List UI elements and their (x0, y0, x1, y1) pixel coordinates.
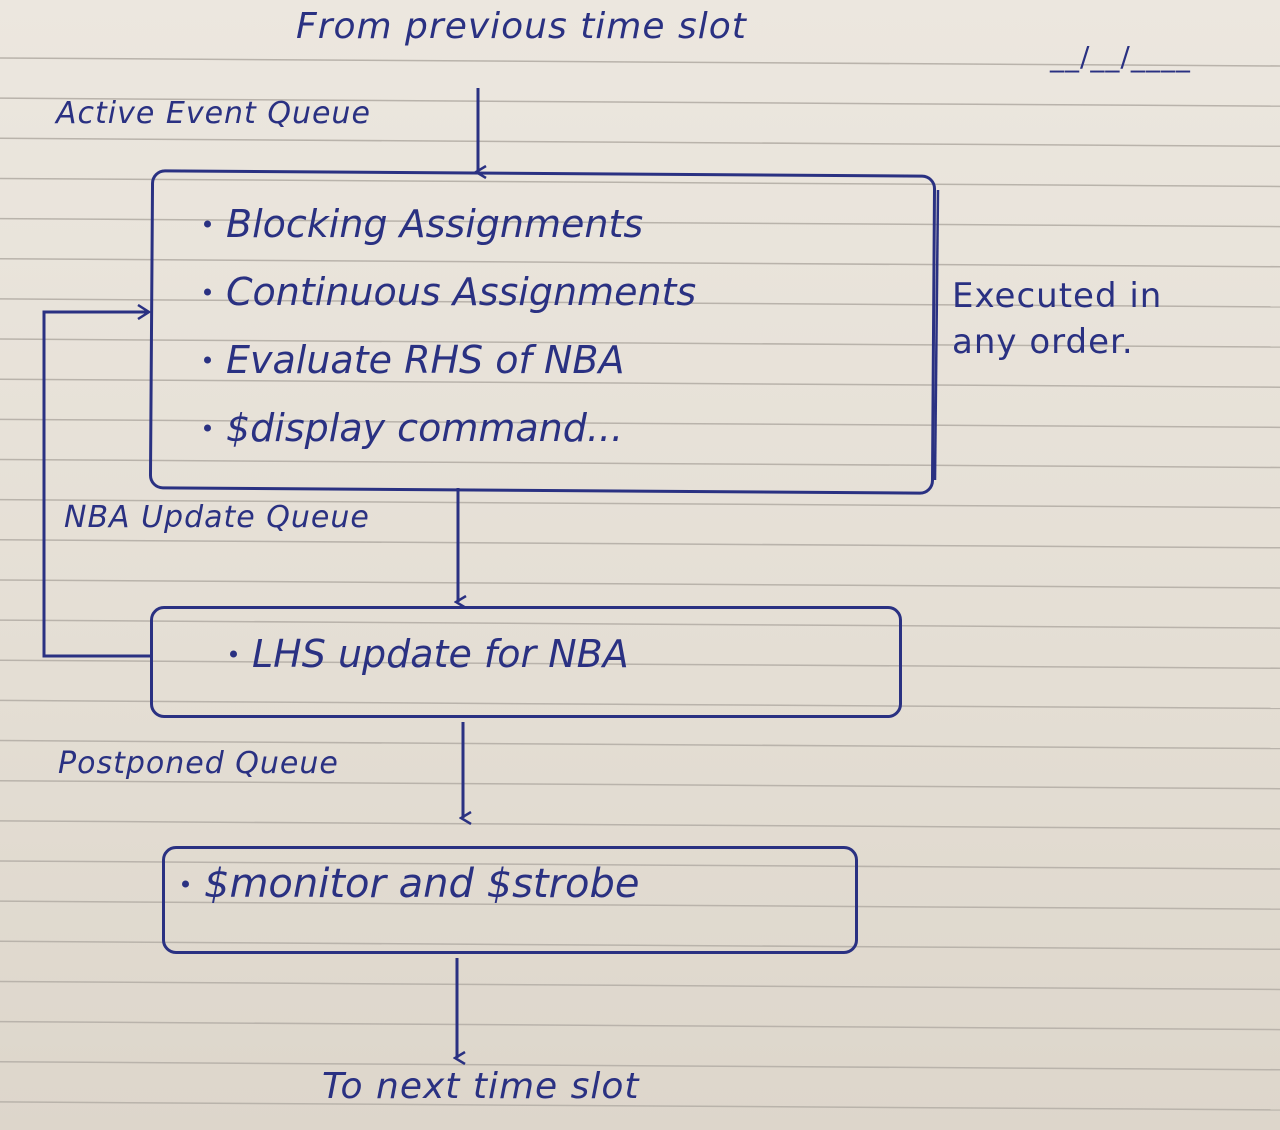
ruled-line (0, 498, 1280, 509)
postponed-queue-box (162, 846, 858, 954)
ruled-line (0, 820, 1280, 830)
nba-queue-title: NBA Update Queue (64, 500, 370, 535)
list-item: Evaluate RHS of NBA (204, 326, 696, 394)
bracket-line (933, 189, 940, 481)
list-item: LHS update for NBA (230, 626, 629, 682)
active-queue-title: Active Event Queue (56, 96, 371, 131)
list-item: $display command... (204, 394, 696, 462)
ruled-line (0, 739, 1280, 750)
ruled-line (0, 980, 1280, 991)
postponed-queue-title: Postponed Queue (58, 746, 339, 781)
list-item: Blocking Assignments (204, 190, 696, 258)
ruled-line (0, 659, 1280, 669)
ruled-line (0, 177, 1280, 188)
ruled-line (0, 57, 1280, 67)
nba-queue-list: LHS update for NBA (230, 626, 629, 682)
ruled-line (0, 539, 1280, 549)
active-queue-list: Blocking Assignments Continuous Assignme… (204, 190, 696, 462)
list-item: $monitor and $strobe (182, 856, 640, 912)
ruled-line (0, 137, 1280, 148)
date-mark: __/__/____ (1050, 40, 1191, 73)
list-item: Continuous Assignments (204, 258, 696, 326)
ruled-line (0, 1020, 1280, 1031)
ruled-line (0, 579, 1280, 589)
executed-note-line2: any order. (952, 322, 1134, 362)
from-previous-slot-label: From previous time slot (296, 6, 747, 47)
postponed-queue-list: $monitor and $strobe (182, 856, 640, 912)
nba-queue-box (150, 606, 902, 718)
ruled-line (0, 1101, 1280, 1111)
ruled-line (0, 779, 1280, 790)
ruled-line (0, 1061, 1280, 1071)
to-next-slot-label: To next time slot (322, 1066, 640, 1107)
ruled-line (0, 940, 1280, 951)
executed-note-line1: Executed in (952, 276, 1163, 316)
ruled-line (0, 699, 1280, 710)
ruled-line (0, 97, 1280, 107)
feedback-loop-arrow (42, 312, 150, 658)
ruled-line (0, 619, 1280, 629)
